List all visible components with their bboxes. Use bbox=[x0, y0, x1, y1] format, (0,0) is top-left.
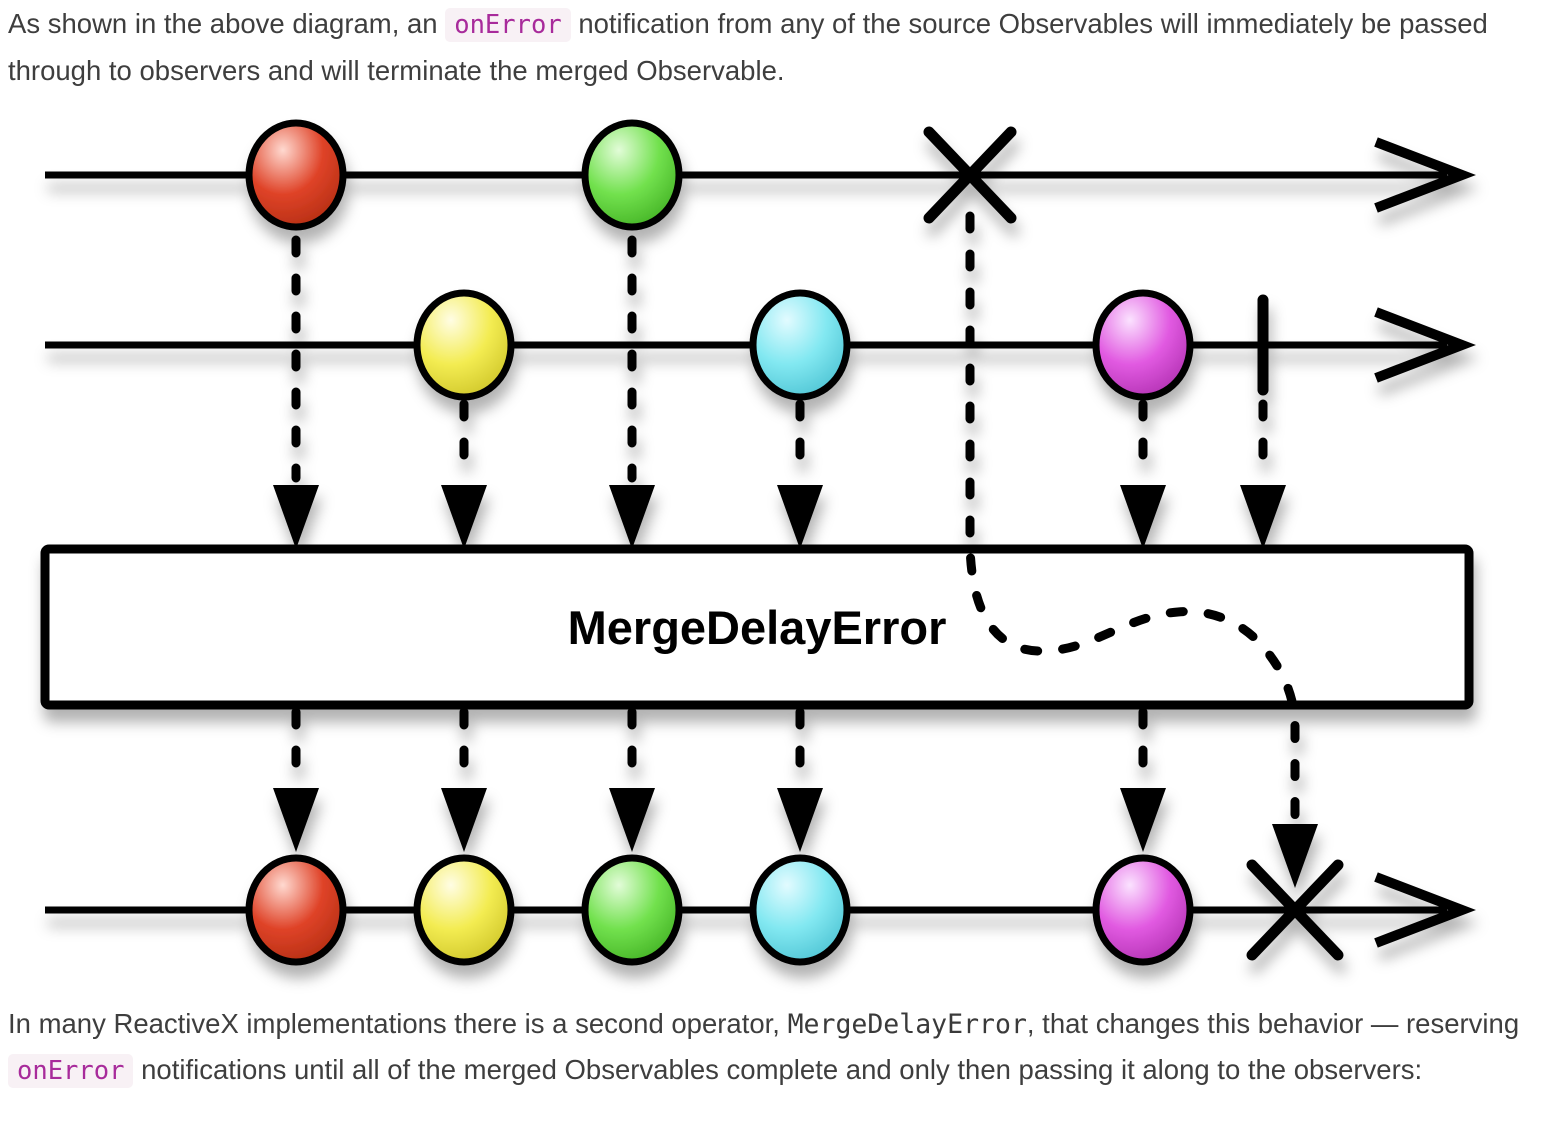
output-timeline-arrowhead-icon bbox=[1374, 872, 1476, 948]
arrowhead-complete-to-box-icon bbox=[1240, 485, 1286, 549]
arrowhead-error-to-output-icon bbox=[1272, 824, 1318, 888]
source-timeline-1-arrowhead-icon bbox=[1374, 137, 1476, 213]
inline-code-onerror: onError bbox=[445, 8, 571, 42]
marble-red-output bbox=[245, 854, 347, 966]
marble-cyan-output bbox=[749, 854, 851, 966]
marble-yellow-output bbox=[413, 854, 515, 966]
arrowhead-box-to-output-cyan-icon bbox=[777, 788, 823, 852]
arrowhead-box-to-output-green-icon bbox=[609, 788, 655, 852]
outro-text-1: In many ReactiveX implementations there … bbox=[8, 1008, 788, 1039]
outro-paragraph: In many ReactiveX implementations there … bbox=[8, 1001, 1530, 1094]
marble-yellow-source-2 bbox=[413, 289, 515, 401]
arrowhead-cyan-to-box-icon bbox=[777, 485, 823, 549]
source-timeline-2-arrowhead-icon bbox=[1374, 307, 1476, 383]
intro-text-1: As shown in the above diagram, an bbox=[8, 8, 446, 39]
intro-text-2: notification from any of the source Obse… bbox=[8, 8, 1488, 86]
inline-code-mergedelayerror: MergeDelayError bbox=[787, 1009, 1027, 1040]
arrowhead-red-to-box-icon bbox=[273, 485, 319, 549]
arrowhead-yellow-to-box-icon bbox=[441, 485, 487, 549]
outro-text-3: notifications until all of the merged Ob… bbox=[133, 1054, 1423, 1085]
arrowhead-green-to-box-icon bbox=[609, 485, 655, 549]
arrowhead-box-to-output-yellow-icon bbox=[441, 788, 487, 852]
marble-green-source-1 bbox=[581, 119, 683, 231]
marble-red-source-1 bbox=[245, 119, 347, 231]
marble-magenta-source-2 bbox=[1092, 289, 1194, 401]
arrowhead-magenta-to-box-icon bbox=[1120, 485, 1166, 549]
marble-cyan-source-2 bbox=[749, 289, 851, 401]
marble-green-output bbox=[581, 854, 683, 966]
outro-text-2: , that changes this behavior — reserving bbox=[1026, 1008, 1520, 1039]
marble-magenta-output bbox=[1092, 854, 1194, 966]
arrowhead-box-to-output-magenta-icon bbox=[1120, 788, 1166, 852]
error-mark-output-icon bbox=[1246, 859, 1344, 961]
error-mark-source-1-icon bbox=[923, 126, 1017, 224]
operator-label: MergeDelayError bbox=[568, 601, 947, 654]
intro-paragraph: As shown in the above diagram, an onErro… bbox=[8, 1, 1530, 93]
delayed-error-path bbox=[965, 211, 1300, 823]
inline-code-onerror-2: onError bbox=[8, 1054, 134, 1088]
arrowhead-box-to-output-red-icon bbox=[273, 788, 319, 852]
operator-box bbox=[40, 544, 1474, 710]
